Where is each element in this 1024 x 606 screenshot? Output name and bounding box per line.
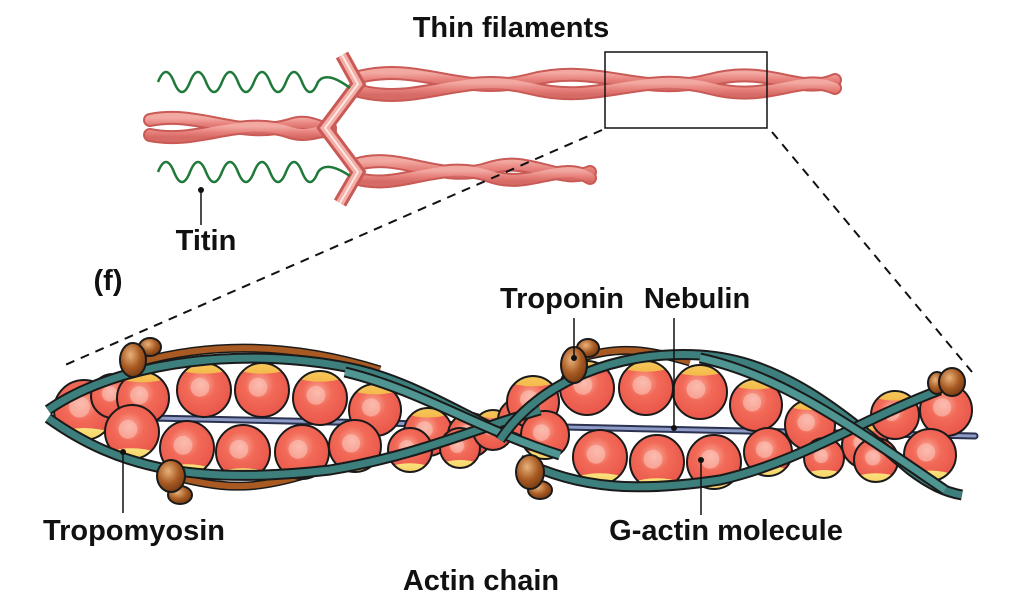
thin-filament-bottom (348, 154, 597, 189)
titin-spring-bottom (156, 160, 351, 184)
actin-chain (44, 337, 979, 505)
troponin-knob (156, 459, 193, 505)
troponin-knob (927, 367, 966, 397)
troponin-knob (560, 338, 600, 384)
thin-filament-left (143, 110, 337, 145)
figure-caption: Actin chain (403, 565, 559, 597)
troponin-knob (119, 337, 162, 378)
zoom-line-left (64, 129, 603, 366)
magnified-region-box (604, 51, 768, 129)
label-troponin: Troponin (500, 283, 624, 315)
label-thin-filaments: Thin filaments (413, 12, 610, 44)
titin-spring-top (156, 70, 351, 94)
zoom-line-right (771, 131, 973, 373)
label-tropomyosin: Tropomyosin (43, 515, 225, 547)
g-actin-molecule (629, 434, 685, 490)
g-actin-molecule (274, 424, 330, 480)
troponin-knob (515, 454, 553, 500)
thin-filaments-overview (143, 51, 842, 207)
leader-lines (120, 187, 704, 515)
troponin-complexes (119, 337, 966, 505)
z-disc (316, 51, 367, 207)
label-g-actin-molecule: G-actin molecule (609, 515, 843, 547)
panel-label: (f) (94, 265, 123, 297)
label-titin: Titin (176, 225, 237, 257)
label-nebulin: Nebulin (644, 283, 750, 315)
thin-filament-top (348, 66, 842, 102)
tropomyosin-strands (44, 348, 964, 501)
